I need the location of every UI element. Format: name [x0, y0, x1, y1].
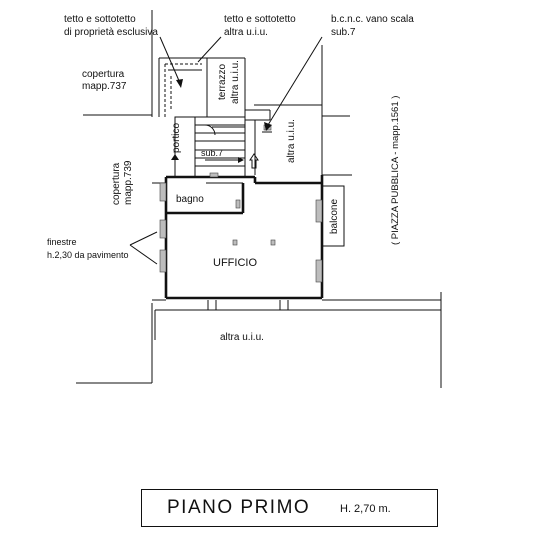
label-finestre: finestre: [47, 237, 77, 247]
label-finestre-height: h.2,30 da pavimento: [47, 250, 129, 260]
label-portico: portico: [171, 123, 182, 153]
label-altra-uiu-right: altra u.i.u.: [286, 119, 297, 163]
label-copertura-739-mapp: mapp.739: [123, 160, 134, 205]
label-sub7: sub.7: [201, 148, 223, 158]
label-copertura-737-mapp: mapp.737: [82, 81, 127, 92]
stairwell: [171, 109, 272, 178]
label-bcnc-sub: sub.7: [331, 27, 356, 38]
label-copertura-737: copertura: [82, 69, 125, 80]
label-ufficio: UFFICIO: [213, 257, 257, 269]
label-piazza: ( PIAZZA PUBBLICA - mapp.1561 ): [390, 96, 401, 245]
label-terrazzo-uiu: altra u.i.u.: [230, 60, 241, 104]
label-bcnc: b.c.n.c. vano scala: [331, 14, 414, 25]
windows: [159, 172, 323, 283]
label-roof-other-2: altra u.i.u.: [224, 27, 268, 38]
label-bagno: bagno: [176, 194, 204, 205]
label-roof-private-2: di proprietà esclusiva: [64, 27, 158, 38]
leader-lines: [129, 36, 323, 265]
ceiling-height: H. 2,70 m.: [340, 503, 391, 515]
plan-labels: tetto e sottotetto di proprietà esclusiv…: [47, 14, 414, 343]
title-block: PIANO PRIMO H. 2,70 m.: [141, 489, 438, 527]
floor-title: PIANO PRIMO: [167, 497, 311, 518]
label-roof-other: tetto e sottotetto: [224, 14, 296, 25]
label-balcone: balcone: [329, 199, 340, 234]
label-terrazzo: terrazzo: [217, 63, 228, 100]
label-copertura-739: copertura: [111, 162, 122, 205]
label-altra-uiu-bottom: altra u.i.u.: [220, 332, 264, 343]
label-roof-private: tetto e sottotetto: [64, 14, 136, 25]
walls: [76, 174, 442, 388]
upper-structure-lines: [83, 10, 350, 175]
